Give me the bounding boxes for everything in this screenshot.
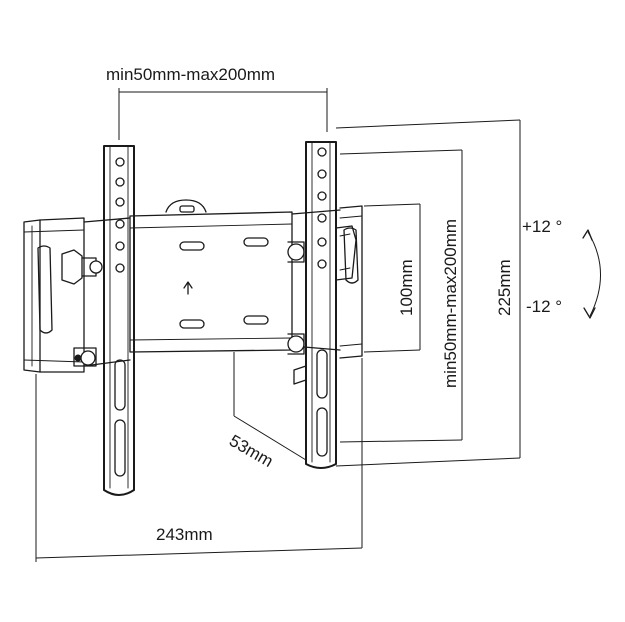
tilt-arrow-up-icon	[582, 229, 593, 241]
wall-plate	[23, 199, 363, 373]
tilt-down-label: -12 °	[526, 297, 562, 316]
top-width-label: min50mm-max200mm	[106, 65, 275, 84]
up-arrow-icon	[183, 281, 193, 295]
tilt-arc	[587, 231, 601, 317]
dimension-lines	[35, 88, 601, 562]
total-height-label: 225mm	[495, 259, 514, 316]
right-vertical-arm	[287, 141, 357, 469]
vertical-range-label: min50mm-max200mm	[441, 219, 460, 388]
total-width-label: 243mm	[156, 525, 213, 544]
left-vertical-arm	[61, 145, 135, 496]
inner-height-label: 100mm	[397, 259, 416, 316]
tilt-up-label: +12 °	[522, 217, 562, 236]
tilt-arrow-down-icon	[583, 307, 596, 319]
